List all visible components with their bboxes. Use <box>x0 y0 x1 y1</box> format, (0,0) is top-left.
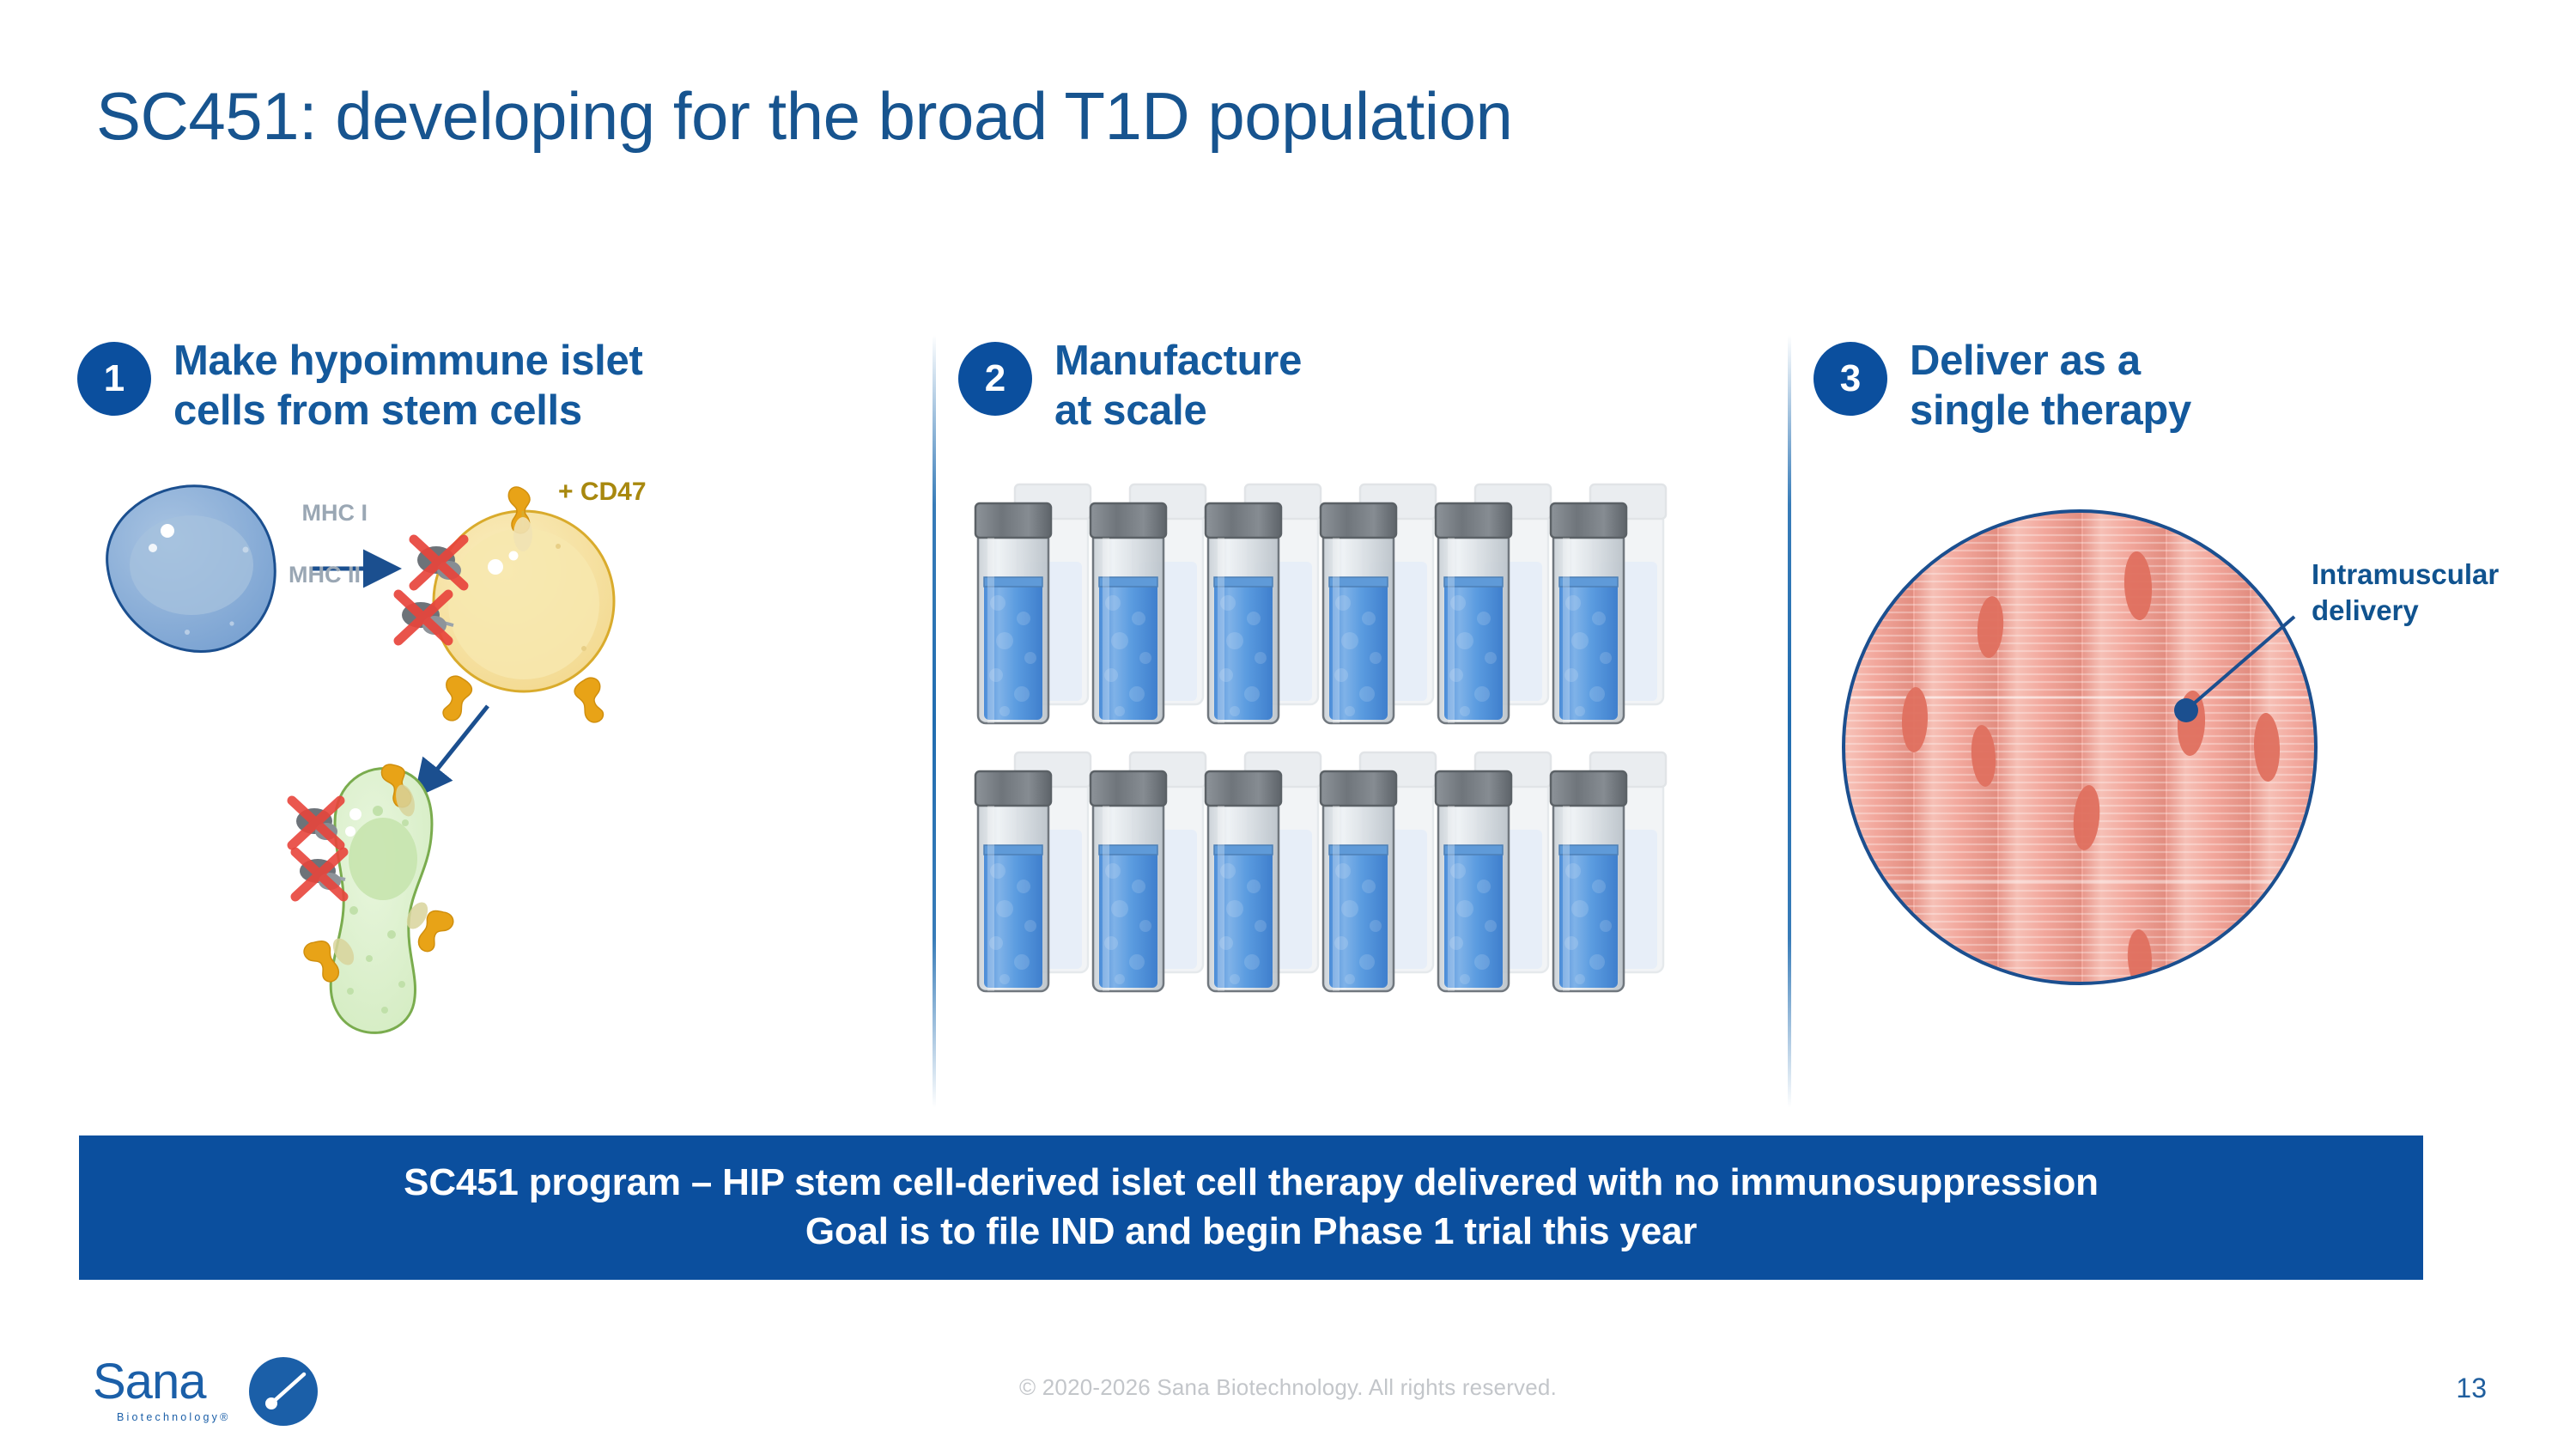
muscle-tissue-diagram: Intramuscular delivery <box>1814 464 2576 1099</box>
cd47-receptor-green-right <box>417 910 454 953</box>
column-divider-1 <box>933 335 936 1108</box>
column-1-title: Make hypoimmune islet cells from stem ce… <box>173 338 643 434</box>
intramuscular-delivery-label-line1: Intramuscular <box>2312 558 2499 590</box>
muscle-nuclei <box>1849 551 2281 983</box>
column-deliver-as-single-therapy: 3 Deliver as a single therapy <box>1814 335 2576 1108</box>
three-step-columns: 1 Make hypoimmune islet cells from stem … <box>77 335 2507 1108</box>
logo-circle-mark <box>249 1357 318 1426</box>
cd47-label: + CD47 <box>558 478 647 506</box>
cd47-receptor-bottom-right <box>574 677 605 723</box>
cd47-receptor-green-left <box>303 941 340 983</box>
mhc1-receptor-knockout-green <box>287 795 345 850</box>
muscle-tissue-circle-border <box>1842 509 2318 985</box>
stem-cell-illustration <box>106 484 276 654</box>
column-divider-2 <box>1788 335 1791 1108</box>
page-number: 13 <box>2456 1373 2487 1403</box>
column-3-title: Deliver as a single therapy <box>1910 338 2192 434</box>
banner-line-2: Goal is to file IND and begin Phase 1 tr… <box>805 1210 1698 1252</box>
arrow-islet-to-differentiated <box>413 704 489 799</box>
column-3-header: 3 Deliver as a single therapy <box>1814 335 2576 436</box>
column-make-hypoimmune-islet-cells: 1 Make hypoimmune islet cells from stem … <box>77 335 910 1108</box>
column-2-title: Manufacture at scale <box>1054 338 1303 434</box>
banner-line-1: SC451 program – HIP stem cell-derived is… <box>404 1161 2099 1204</box>
stem-cell-differentiation-diagram: MHC I MHC II + CD47 <box>77 464 910 1099</box>
logo-wordmark: Sana <box>93 1354 207 1409</box>
muscle-fiber-field <box>1844 511 2316 983</box>
mhc1-receptor-knockout <box>409 534 469 591</box>
hypoimmune-islet-cell-illustration <box>393 486 616 723</box>
step-badge-2: 2 <box>958 342 1032 416</box>
mhc1-label: MHC I <box>302 500 368 526</box>
column-manufacture-at-scale: 2 Manufacture at scale <box>958 335 1765 1108</box>
intramuscular-delivery-label-line2: delivery <box>2312 594 2419 626</box>
mhc2-receptor-knockout-green <box>290 847 349 902</box>
column-2-header: 2 Manufacture at scale <box>958 335 1765 436</box>
column-1-header: 1 Make hypoimmune islet cells from stem … <box>77 335 910 436</box>
differentiated-islet-cell-illustration <box>287 764 454 1034</box>
mhc2-receptor-knockout <box>393 589 454 646</box>
summary-banner: SC451 program – HIP stem cell-derived is… <box>79 1135 2423 1280</box>
cd47-receptor-bottom-left <box>442 675 473 721</box>
step-badge-3: 3 <box>1814 342 1887 416</box>
vial-array-diagram <box>958 464 1765 1099</box>
logo-tagline: Biotechnology® <box>117 1411 231 1423</box>
step-badge-1: 1 <box>77 342 151 416</box>
intramuscular-delivery-leader <box>2174 615 2296 722</box>
copyright-notice: © 2020-2026 Sana Biotechnology. All righ… <box>1018 1374 1557 1400</box>
page-title: SC451: developing for the broad T1D popu… <box>96 78 1513 154</box>
sana-biotechnology-logo: Sana Biotechnology® <box>93 1354 350 1433</box>
mhc2-label: MHC II <box>289 562 361 588</box>
